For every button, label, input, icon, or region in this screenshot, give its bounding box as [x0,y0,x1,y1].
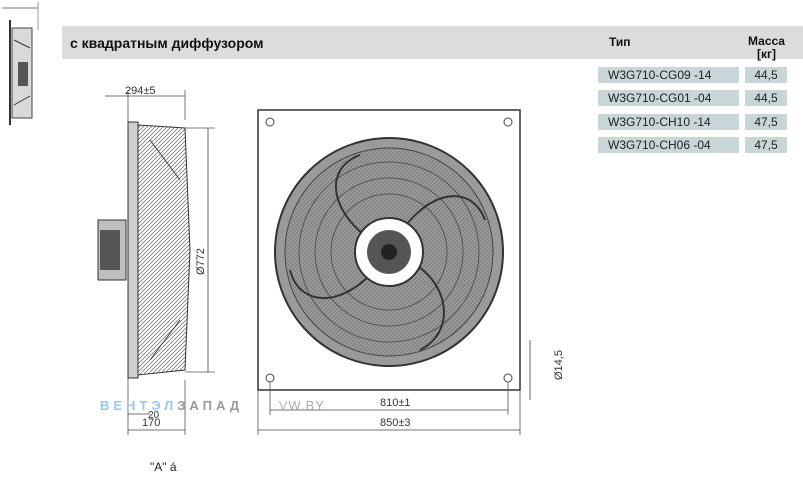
watermark-part2: ЗАПАД [177,398,244,413]
column-header-mass: Масса [кг] [748,35,785,61]
dim-outer-label: 850±3 [380,417,411,429]
technical-drawing: 294±5 Ø772 170 20 [97,85,565,435]
column-header-type: Тип [609,35,631,49]
view-caption: "A" á [150,460,177,474]
front-view: 810±1 850±3 Ø14,5 [257,109,565,435]
dim-depth-label: 294±5 [125,85,156,97]
watermark-part1: ВЕНТЭЛ [100,398,178,413]
dim-inner-label: 810±1 [380,397,411,409]
watermark-part4: W.BY [288,398,325,413]
dim-height-label: Ø772 [195,248,207,275]
dim-base-label: 170 [142,417,160,429]
mass-cell: 47,5 [745,137,787,153]
type-cell: W3G710-CH06 -04 [598,137,739,153]
watermark-part3: V [278,398,289,413]
header-bar [62,26,803,59]
type-cell: W3G710-CH10 -14 [598,114,739,130]
column-header-mass-label: Масса [748,34,785,48]
mass-cell: 44,5 [745,67,787,83]
section-title: с квадратным диффузором [70,35,264,51]
dim-base-small-label: 20 [148,410,160,421]
mass-cell: 47,5 [745,114,787,130]
type-cell: W3G710-CG09 -14 [598,67,739,83]
dim-hole-label: Ø14,5 [553,350,565,380]
column-header-mass-unit: [кг] [756,47,776,61]
fan-side-thumbnail [2,2,39,125]
mass-cell: 44,5 [745,90,787,106]
side-view: 294±5 Ø772 170 20 [97,85,215,435]
type-cell: W3G710-CG01 -04 [598,90,739,106]
watermark: ВЕНТЭЛЗАПАД VW.BY [100,398,325,413]
